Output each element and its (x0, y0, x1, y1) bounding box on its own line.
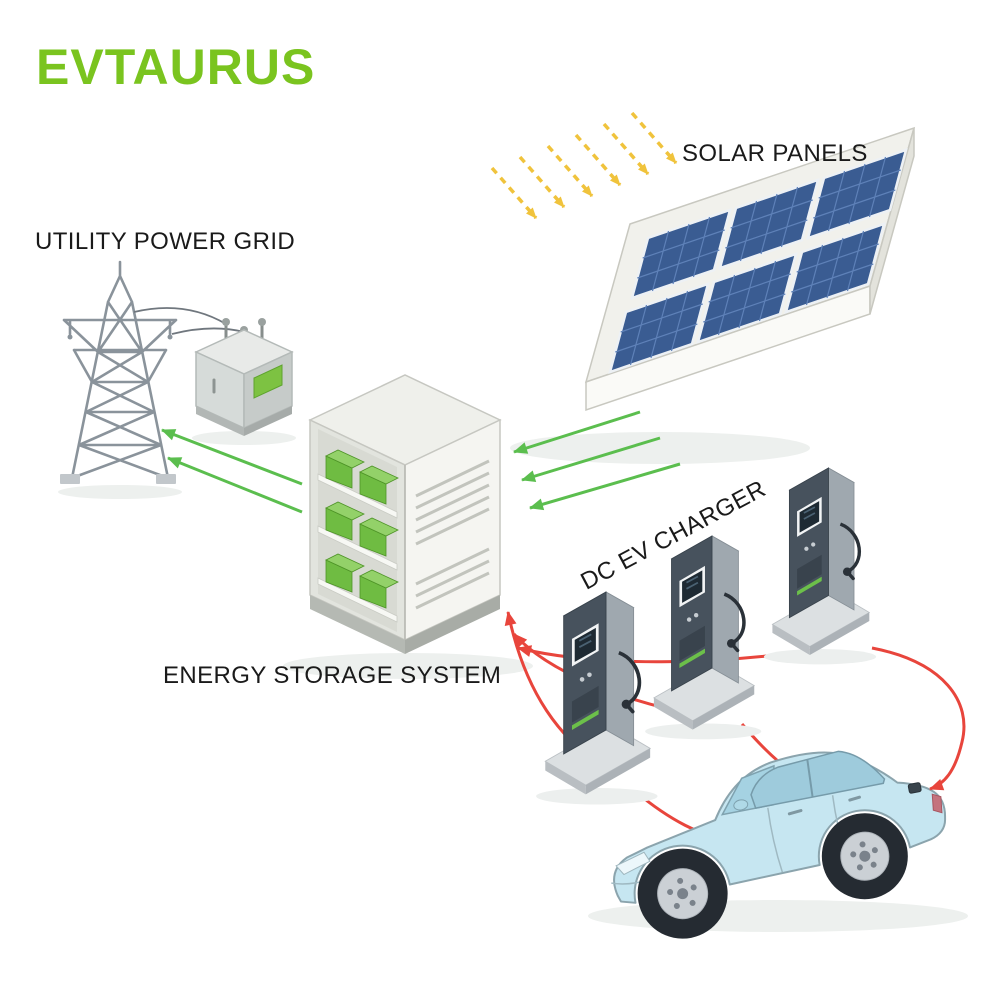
charge-port (907, 782, 922, 794)
ev-charger-1 (534, 590, 660, 807)
arrow-storage-to-grid (161, 428, 303, 486)
side-windows (750, 750, 886, 810)
ev-charger-3 (762, 466, 878, 667)
energy-storage-system-label: ENERGY STORAGE SYSTEM (163, 662, 502, 689)
transformer-screen (253, 364, 283, 399)
brand-logo: EVTAURUS (36, 39, 316, 95)
ev-charger-2 (643, 534, 764, 742)
headlight (615, 851, 651, 876)
green-energy-arrows (161, 410, 681, 514)
arrow-storage-to-grid (167, 456, 303, 514)
arrow-solar-to-storage (521, 436, 661, 482)
transformer (194, 318, 294, 436)
utility-power-grid-label: UTILITY POWER GRID (35, 228, 296, 255)
solar-panel-array (584, 126, 916, 412)
arrow-solar-to-storage (529, 462, 681, 511)
side-mirror (733, 799, 749, 811)
energy-storage-cabinet (308, 374, 502, 654)
rear-wheel (821, 813, 908, 900)
electric-car (611, 750, 947, 939)
car-body (613, 751, 947, 904)
roof-side-fascia (869, 127, 915, 315)
vent-louvers (415, 459, 490, 610)
front-wheel (637, 848, 728, 939)
solar-panels-label: SOLAR PANELS (682, 140, 868, 167)
taillight (931, 793, 943, 814)
battery-modules (325, 449, 399, 609)
power-lines (133, 307, 245, 335)
arrow-solar-to-storage (513, 410, 641, 454)
transmission-tower (60, 260, 178, 484)
sunlight-rays (490, 111, 678, 220)
arrow-charger-to-car (871, 646, 966, 791)
